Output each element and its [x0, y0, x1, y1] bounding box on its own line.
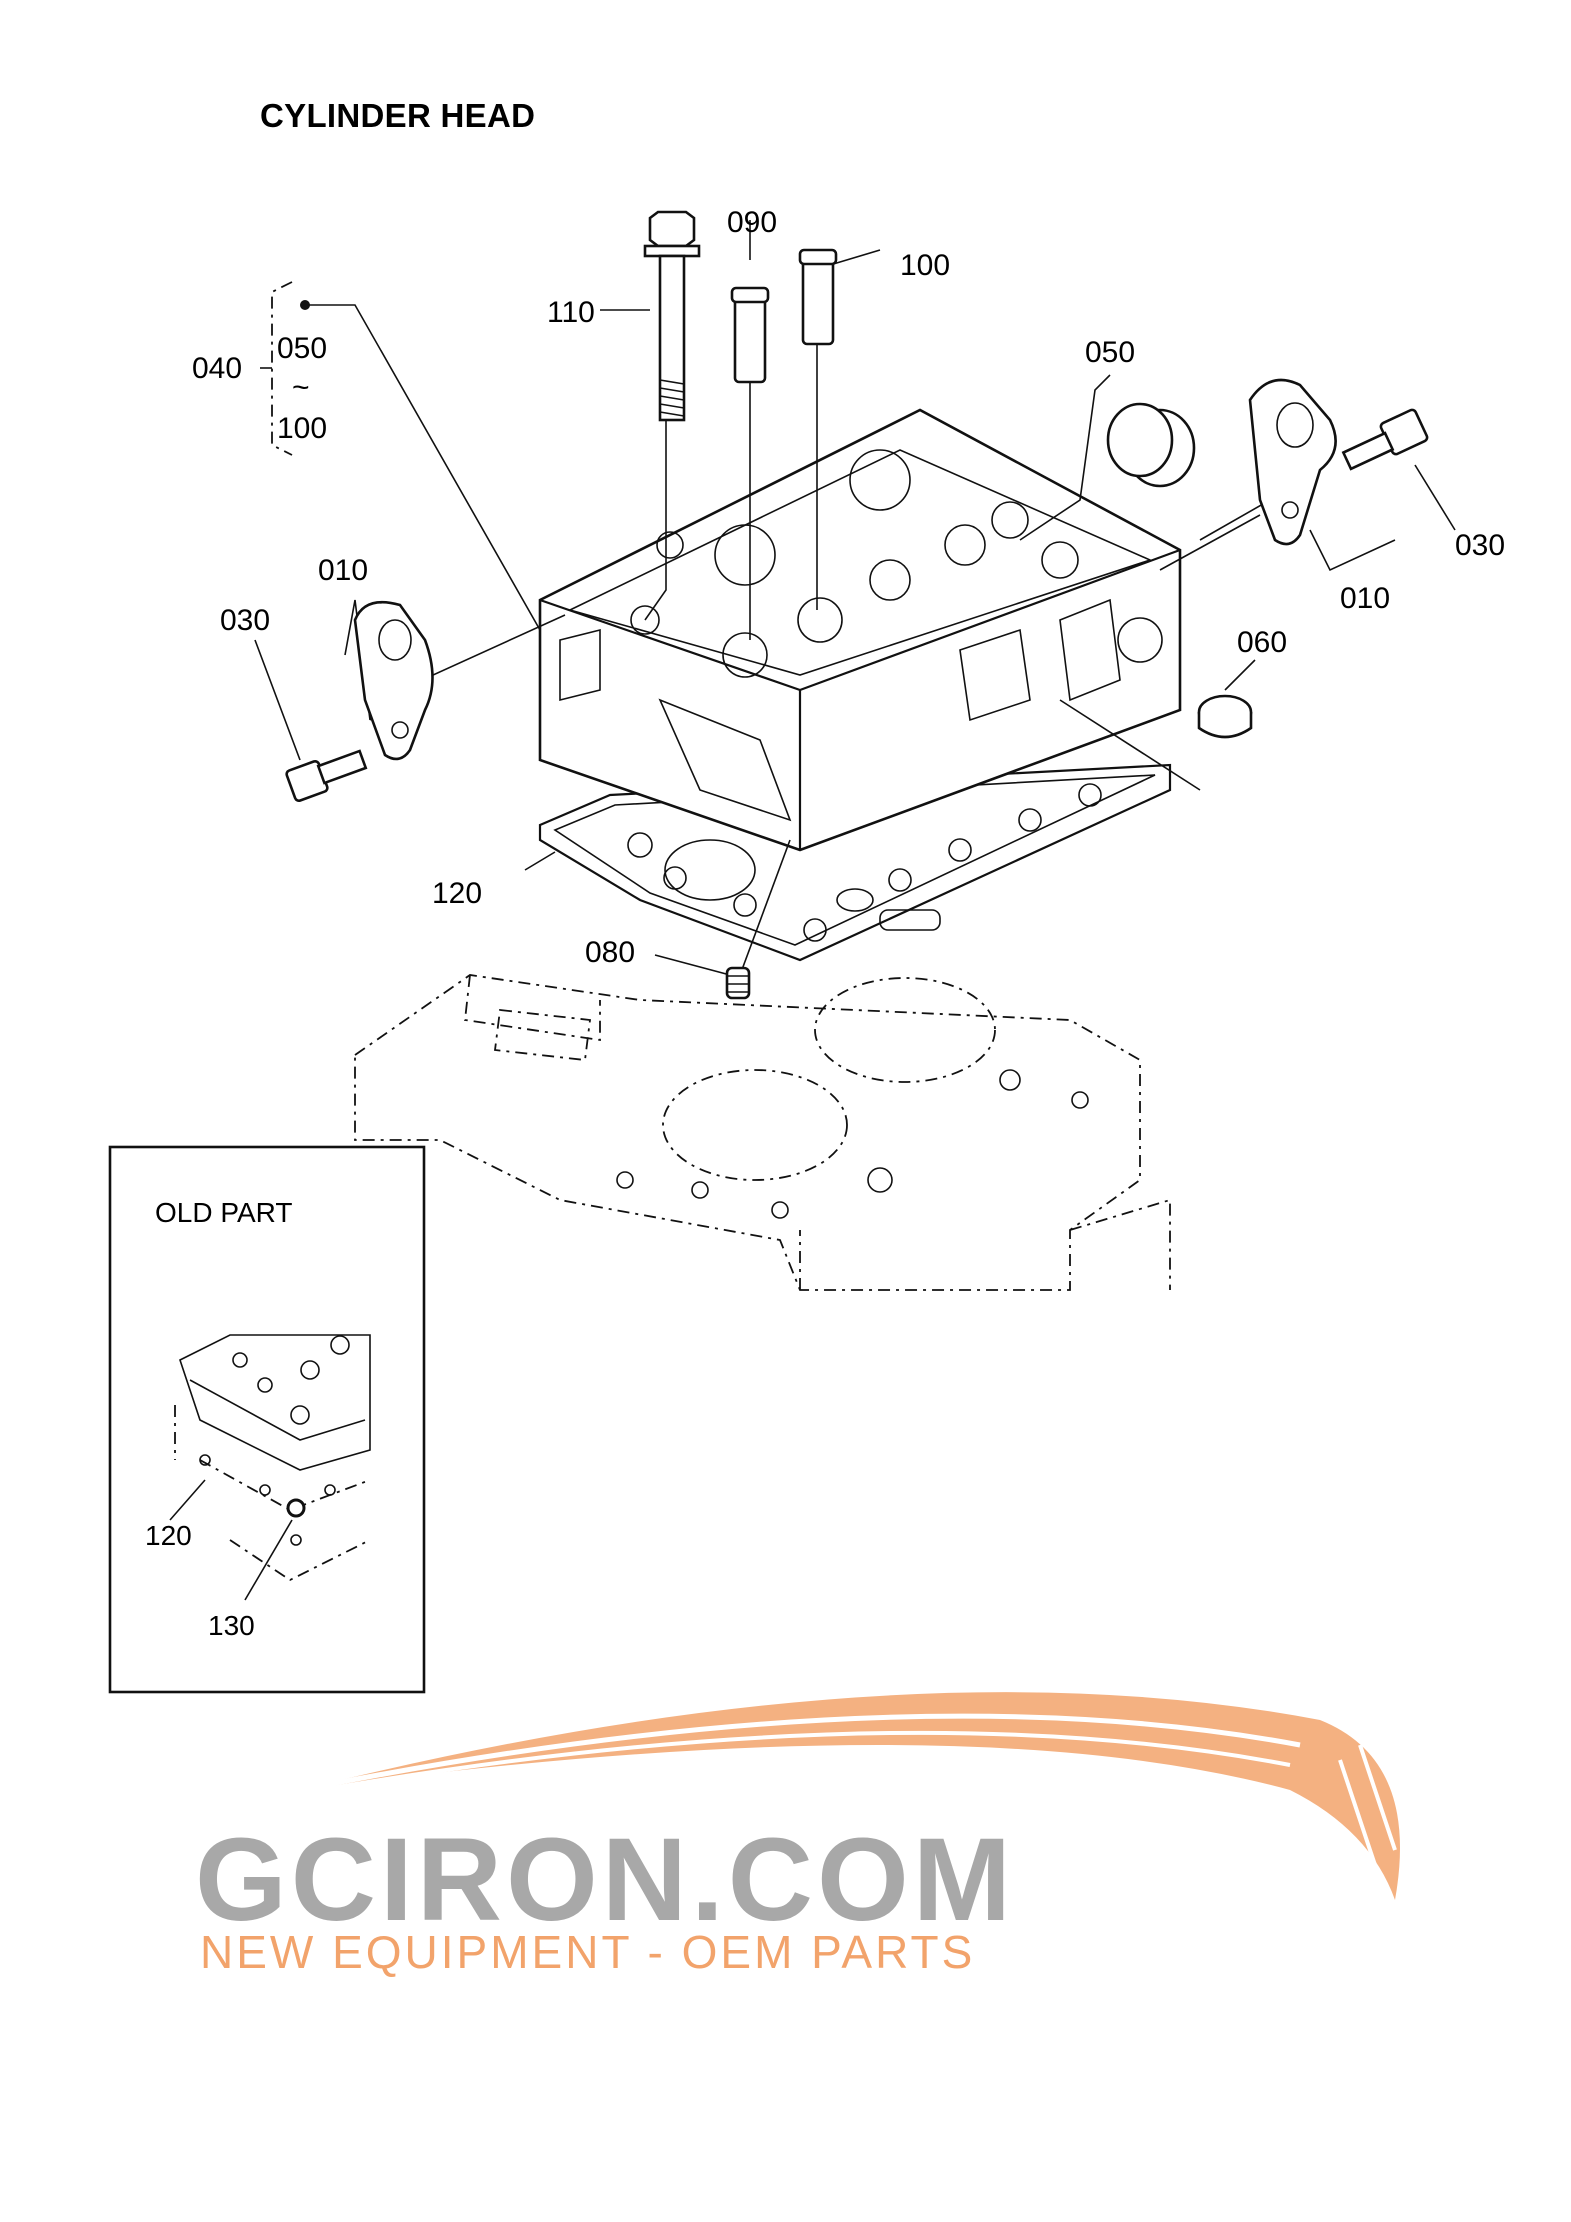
bracket-010-left: [353, 600, 434, 761]
callout-030-left: 030: [220, 604, 270, 637]
valve-guide-100: [798, 248, 838, 346]
bracket-010-right: [1248, 378, 1337, 546]
page-title: CYLINDER HEAD: [260, 97, 536, 134]
plug-060: [1197, 694, 1253, 739]
callout-100-range-end: 100: [277, 412, 327, 445]
inset-old-part: OLD PART: [108, 1145, 426, 1694]
callout-range-tilde: ~: [292, 371, 310, 404]
inset-callout-120: 120: [145, 1520, 192, 1551]
callout-030-right: 030: [1455, 529, 1505, 562]
inset-callout-130: 130: [208, 1610, 255, 1641]
callout-110: 110: [547, 296, 595, 329]
callout-050-range-start: 050: [277, 332, 327, 365]
brand-swoosh: [299, 1692, 1400, 1900]
callout-010-right: 010: [1340, 582, 1390, 615]
callout-010-left: 010: [318, 554, 368, 587]
brand-tagline: NEW EQUIPMENT - OEM PARTS: [200, 1926, 975, 1978]
callout-040: 040: [192, 352, 242, 385]
callout-bracket-040: [260, 281, 310, 456]
callout-120: 120: [432, 877, 482, 910]
callout-060: 060: [1237, 626, 1287, 659]
valve-guide-090: [730, 286, 770, 384]
brand-logo-text: GCIRON.COM: [195, 1814, 1015, 1946]
callout-050: 050: [1085, 336, 1135, 369]
inset-label: OLD PART: [155, 1197, 292, 1228]
bolt-030-right: [1341, 408, 1429, 471]
plug-050: [1106, 402, 1196, 488]
bolt-030-left: [285, 749, 368, 803]
callout-080: 080: [585, 936, 635, 969]
bolt-110: [643, 210, 701, 422]
callout-090: 090: [727, 206, 777, 239]
engine-block-outline: [354, 974, 1171, 1291]
cylinder-head-body: [538, 408, 1182, 852]
dowel-080: [725, 966, 751, 1000]
callout-100: 100: [900, 249, 950, 282]
